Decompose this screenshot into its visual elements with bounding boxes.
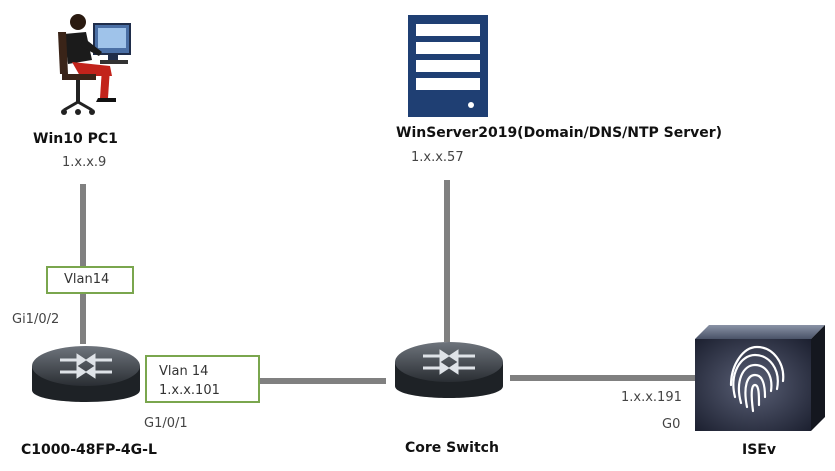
core-switch-name: Core Switch [405,440,499,456]
server-icon [408,15,488,117]
pc-name: Win10 PC1 [33,131,118,147]
uplink-ip-label: 1.x.x.101 [159,383,220,398]
ise-name: ISEv [742,442,776,458]
access-switch-name: C1000-48FP-4G-L [21,442,157,458]
fingerprint-appliance-icon [695,325,825,431]
switch-icon [32,346,140,402]
ise-ip: 1.x.x.191 [621,390,682,405]
uplink-port-label: G1/0/1 [144,416,188,431]
link-core-switch-to-ise [510,375,696,381]
link-access-to-core-switch [258,378,386,384]
pc-vlan-box: Vlan14 [46,266,134,294]
server-name: WinServer2019(Domain/DNS/NTP Server) [396,125,723,141]
user-at-computer-icon [58,14,131,115]
uplink-vlan-box: Vlan 14 1.x.x.101 [145,355,260,403]
switch-icon [395,342,503,398]
pc-vlan-label: Vlan14 [64,272,110,287]
pc-port-label: Gi1/0/2 [12,312,60,327]
pc-ip: 1.x.x.9 [62,155,107,170]
link-server-to-core-switch [444,180,450,342]
ise-port-label: G0 [662,417,681,432]
link-pc-to-access-switch [80,184,86,344]
server-ip: 1.x.x.57 [411,150,464,165]
uplink-vlan-label: Vlan 14 [159,364,209,379]
